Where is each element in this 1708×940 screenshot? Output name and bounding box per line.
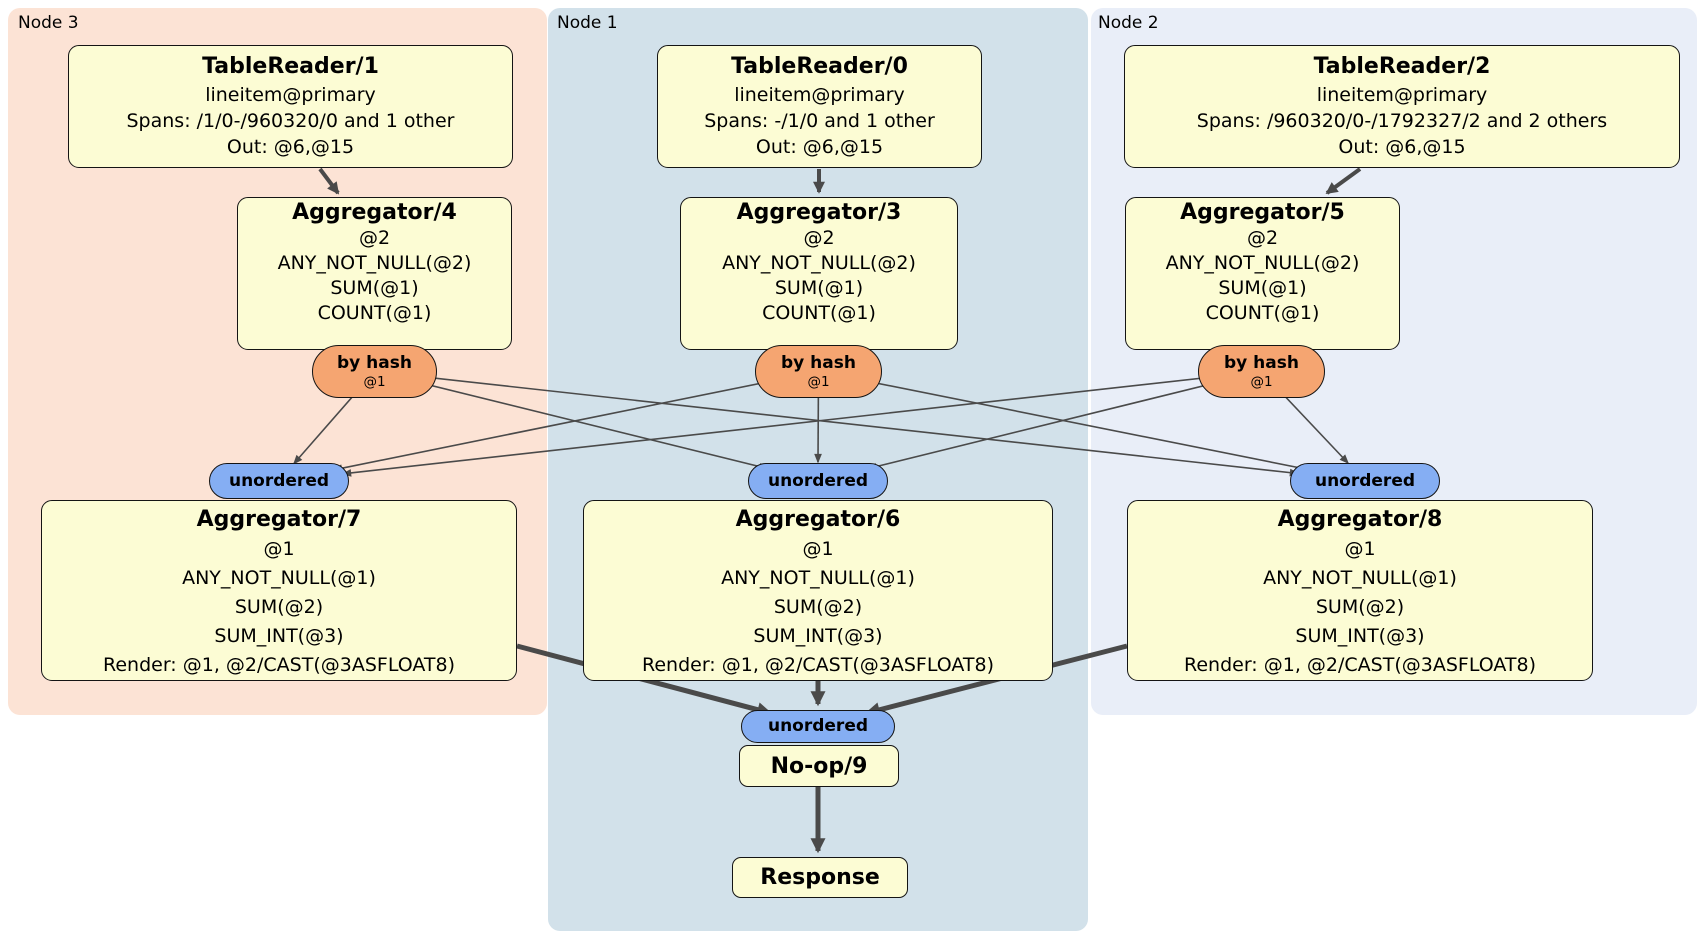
plan-edge (867, 370, 1262, 471)
node-noop-9: No-op/9 (739, 745, 899, 787)
node-title: Aggregator/8 (1277, 507, 1443, 532)
plan-edge (1325, 167, 1362, 195)
node-line: Render: @1, @2/CAST(@3ASFLOAT8) (103, 654, 455, 676)
node-aggregator-3: Aggregator/3 @2 ANY_NOT_NULL(@2) SUM(@1)… (680, 197, 958, 350)
node-line: Spans: /960320/0-/1792327/2 and 2 others (1196, 110, 1608, 132)
router-label: by hash (781, 353, 856, 373)
node-line: ANY_NOT_NULL(@2) (277, 252, 472, 274)
node-aggregator-5: Aggregator/5 @2 ANY_NOT_NULL(@2) SUM(@1)… (1125, 197, 1400, 350)
stream-unordered-final: unordered (741, 710, 895, 743)
plan-edge (374, 370, 1300, 477)
node-line: COUNT(@1) (317, 302, 432, 324)
node-title: Aggregator/7 (196, 507, 362, 532)
node-line: SUM_INT(@3) (753, 625, 883, 647)
panel-node2-label: Node 2 (1098, 13, 1159, 33)
router-by-hash-node3: by hash @1 (312, 345, 437, 398)
router-label: by hash (337, 353, 412, 373)
node-line: SUM(@1) (774, 277, 864, 299)
node-line: @1 (1344, 538, 1376, 560)
node-title: Aggregator/4 (292, 200, 457, 225)
stream-label: unordered (767, 470, 869, 491)
node-tablereader-1: TableReader/1 lineitem@primary Spans: /1… (68, 45, 513, 168)
node-line: Render: @1, @2/CAST(@3ASFLOAT8) (1184, 654, 1536, 676)
node-aggregator-6: Aggregator/6 @1 ANY_NOT_NULL(@1) SUM(@2)… (583, 500, 1053, 681)
node-title: TableReader/2 (1313, 54, 1491, 79)
node-aggregator-7: Aggregator/7 @1 ANY_NOT_NULL(@1) SUM(@2)… (41, 500, 517, 681)
node-line: @1 (802, 538, 834, 560)
stream-label: unordered (767, 716, 869, 736)
node-line: SUM(@1) (330, 277, 419, 299)
router-by-hash-node1: by hash @1 (755, 345, 882, 398)
node-line: ANY_NOT_NULL(@2) (722, 252, 916, 274)
stream-unordered-node1: unordered (748, 463, 888, 499)
node-title: Aggregator/3 (736, 200, 902, 225)
router-sublabel: @1 (807, 374, 830, 390)
node-title: Aggregator/5 (1180, 200, 1345, 225)
node-line: ANY_NOT_NULL(@2) (1165, 252, 1360, 274)
panel-node1-label: Node 1 (557, 13, 618, 33)
node-line: @2 (358, 227, 391, 249)
node-line: SUM(@2) (1315, 596, 1405, 618)
node-line: lineitem@primary (734, 84, 905, 106)
node-line: Render: @1, @2/CAST(@3ASFLOAT8) (642, 654, 994, 676)
node-line: SUM_INT(@3) (1295, 625, 1425, 647)
node-line: Out: @6,@15 (1338, 136, 1466, 158)
node-line: SUM_INT(@3) (214, 625, 344, 647)
node-line: COUNT(@1) (762, 302, 876, 324)
plan-edge (341, 370, 1262, 477)
node-tablereader-2: TableReader/2 lineitem@primary Spans: /9… (1124, 45, 1680, 168)
router-label: by hash (1224, 353, 1299, 373)
node-title: Aggregator/6 (735, 507, 901, 532)
plan-edge (318, 167, 340, 195)
node-line: lineitem@primary (1316, 84, 1488, 106)
stream-unordered-node2: unordered (1290, 463, 1440, 499)
node-line: lineitem@primary (205, 84, 376, 106)
node-line: @2 (803, 227, 835, 249)
node-line: SUM(@2) (234, 596, 324, 618)
router-by-hash-node2: by hash @1 (1198, 345, 1325, 398)
node-title: No-op/9 (770, 753, 868, 779)
router-sublabel: @1 (1250, 374, 1273, 390)
node-aggregator-8: Aggregator/8 @1 ANY_NOT_NULL(@1) SUM(@2)… (1127, 500, 1593, 681)
node-title: TableReader/0 (731, 54, 908, 79)
node-line: ANY_NOT_NULL(@1) (182, 567, 376, 589)
node-line: Spans: -/1/0 and 1 other (704, 110, 935, 132)
node-line: Out: @6,@15 (755, 136, 884, 158)
node-line: Spans: /1/0-/960320/0 and 1 other (126, 110, 455, 132)
node-line: Out: @6,@15 (226, 136, 355, 158)
node-tablereader-0: TableReader/0 lineitem@primary Spans: -/… (657, 45, 982, 168)
node-line: SUM(@1) (1218, 277, 1307, 299)
node-line: @1 (263, 538, 295, 560)
node-line: COUNT(@1) (1205, 302, 1320, 324)
plan-edge (332, 370, 819, 472)
stream-label: unordered (228, 470, 330, 491)
panel-node3-label: Node 3 (18, 13, 79, 33)
stream-label: unordered (1314, 470, 1416, 491)
plan-edge (374, 370, 769, 471)
stream-unordered-node3: unordered (209, 463, 349, 499)
node-line: SUM(@2) (773, 596, 863, 618)
router-sublabel: @1 (363, 374, 386, 390)
node-line: @2 (1246, 227, 1279, 249)
node-response: Response (732, 857, 908, 898)
node-title: TableReader/1 (202, 54, 379, 79)
node-title: Response (760, 865, 880, 890)
node-line: ANY_NOT_NULL(@1) (1263, 567, 1457, 589)
node-line: ANY_NOT_NULL(@1) (721, 567, 915, 589)
node-aggregator-4: Aggregator/4 @2 ANY_NOT_NULL(@2) SUM(@1)… (237, 197, 512, 350)
